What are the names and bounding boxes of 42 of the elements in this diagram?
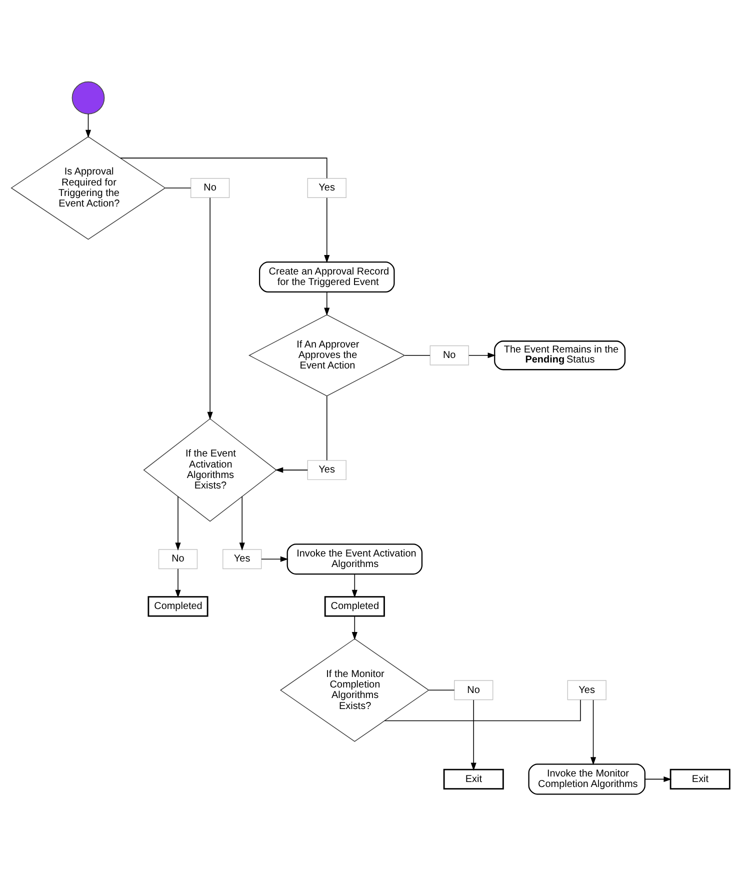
node-box: Completed <box>324 596 385 616</box>
node-diamond: If the Event Activation Algorithms Exists? <box>143 418 277 522</box>
node-box: The Event Remains in the Pending Status <box>494 340 626 370</box>
node-box: Invoke the Event Activation Algorithms <box>286 543 423 574</box>
connector <box>428 689 455 690</box>
node-box: No <box>454 680 494 700</box>
node-box: Exit <box>443 768 504 790</box>
node-circle <box>72 80 105 114</box>
arrow <box>324 196 330 262</box>
node-box: No <box>430 344 469 365</box>
node-box: Yes <box>307 460 346 480</box>
node-box: Invoke the Monitor Completion Algorithms <box>528 763 646 794</box>
arrow <box>175 568 181 598</box>
connector <box>404 354 430 356</box>
node-diamond: If the Monitor Completion Algorithms Exists? <box>280 638 430 742</box>
node-box: Completed <box>148 596 208 616</box>
node-box: Yes <box>307 178 346 198</box>
connector <box>120 157 328 178</box>
arrow <box>275 466 308 472</box>
arrow <box>261 556 288 562</box>
arrow <box>470 699 476 770</box>
arrow <box>352 616 358 640</box>
node-box: No <box>158 548 198 569</box>
node-box: Yes <box>567 680 606 700</box>
connector <box>165 187 192 188</box>
connector <box>326 395 328 460</box>
node-diamond: Is Approval Required for Triggering the Event Action? <box>10 136 166 240</box>
arrow <box>324 291 330 316</box>
arrow <box>590 699 596 765</box>
node-box: Exit <box>670 768 730 790</box>
node-box: No <box>190 178 230 198</box>
arrow <box>85 113 92 138</box>
arrow <box>352 573 358 598</box>
node-box: Create an Approval Record for the Triggered Event <box>259 261 395 292</box>
connector <box>384 698 581 721</box>
node-diamond: If An Approver Approves the Event Action <box>248 314 406 396</box>
arrow <box>468 352 496 358</box>
arrow <box>239 496 245 550</box>
node-box: Yes <box>222 548 262 569</box>
arrow <box>207 196 213 420</box>
arrow <box>644 776 672 782</box>
arrow <box>175 496 181 550</box>
